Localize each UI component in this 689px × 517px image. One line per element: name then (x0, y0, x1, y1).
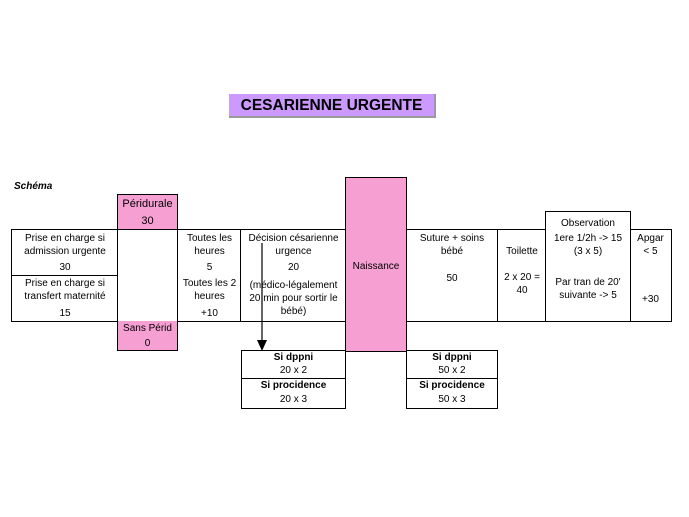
schema-label: Schéma (14, 181, 53, 192)
heures2-cell: Toutes les 2 heures +10 (177, 275, 241, 322)
sans-perid-value: 0 (144, 338, 151, 349)
table-left-procidence-value: 20 x 3 (279, 394, 308, 405)
apgar-line1: Apgar (637, 233, 664, 244)
prise-admission-value: 30 (59, 262, 71, 273)
toilette-value1: 2 x 20 = (504, 272, 540, 283)
table-right-dppni-value: 50 x 2 (407, 364, 497, 379)
heures1-cell: Toutes les heures 5 (177, 229, 241, 275)
decision-cell: Décision césarienne urgence 20 (médico-l… (240, 229, 346, 322)
blank-cell (117, 229, 178, 322)
decision-note3: bébé) (280, 306, 307, 317)
heures1-line2: heures (194, 246, 225, 257)
peridurale-value: 30 (141, 215, 154, 227)
decision-line1: Décision césarienne (248, 233, 339, 244)
heures2-line1: Toutes les 2 (182, 278, 237, 289)
prise-transfert-line1: Prise en charge si (24, 278, 106, 289)
suture-cell: Suture + soins bébé 50 (407, 229, 497, 322)
table-left-procidence-label: Si procidence (260, 380, 327, 391)
toilette-cell: Toilette 2 x 20 = 40 (497, 229, 546, 322)
naissance-box: Naissance (345, 177, 407, 352)
prise-transfert-cell: Prise en charge si transfert maternité 1… (11, 275, 118, 322)
observation-line2: (3 x 5) (573, 246, 603, 257)
prise-admission-line1: Prise en charge si (24, 233, 106, 244)
apgar-line2: < 5 (643, 246, 658, 257)
observation-box: Observation 1ere 1/2h -> 15 (3 x 5) Par … (545, 211, 631, 322)
peridurale-label: Péridurale (122, 198, 173, 210)
table-right-dppni-label: Si dppni (432, 352, 472, 363)
observation-line1: 1ere 1/2h -> 15 (553, 233, 623, 244)
sans-perid-box: Sans Périd 0 (117, 321, 178, 351)
table-right: Si dppni 50 x 2 Si procidence 50 x 3 (406, 350, 498, 409)
heures2-value: +10 (201, 308, 218, 319)
table-left-dppni-label: Si dppni (273, 352, 314, 363)
suture-line1: Suture + soins (419, 233, 485, 244)
observation-line3: Par tran de 20' (555, 277, 621, 288)
table-left-dppni-value: 20 x 2 (242, 364, 345, 379)
decision-note1: (médico-légalement (249, 280, 338, 291)
heures2-line2: heures (194, 291, 225, 302)
observation-title: Observation (561, 218, 615, 229)
heures1-line1: Toutes les (186, 233, 233, 244)
table-left: Si dppni 20 x 2 Si procidence 20 x 3 (241, 350, 346, 409)
page-title: CESARIENNE URGENTE (229, 94, 436, 118)
prise-transfert-line2: transfert maternité (24, 291, 106, 302)
observation-line4: suivante -> 5 (559, 290, 617, 301)
sans-perid-label: Sans Périd (123, 323, 172, 334)
suture-value: 50 (446, 273, 458, 284)
prise-transfert-value: 15 (59, 308, 71, 319)
decision-line2: urgence (275, 246, 312, 257)
down-arrow-icon (257, 243, 267, 351)
prise-admission-cell: Prise en charge si admission urgente 30 (11, 229, 118, 275)
prise-admission-line2: admission urgente (24, 246, 106, 257)
decision-value: 20 (287, 262, 300, 273)
prise-separator (11, 275, 118, 276)
apgar-value: +30 (642, 294, 659, 305)
toilette-label: Toilette (506, 246, 538, 257)
peridurale-box: Péridurale 30 (117, 194, 178, 229)
apgar-cell: Apgar < 5 +30 (630, 229, 672, 322)
naissance-label: Naissance (352, 261, 400, 272)
table-right-procidence-label: Si procidence (419, 380, 485, 391)
toilette-value2: 40 (516, 285, 528, 296)
suture-line2: bébé (440, 246, 464, 257)
table-right-procidence-value: 50 x 3 (438, 394, 466, 405)
heures1-value: 5 (206, 262, 213, 273)
decision-note2: 20 min pour sortir le (249, 293, 338, 304)
